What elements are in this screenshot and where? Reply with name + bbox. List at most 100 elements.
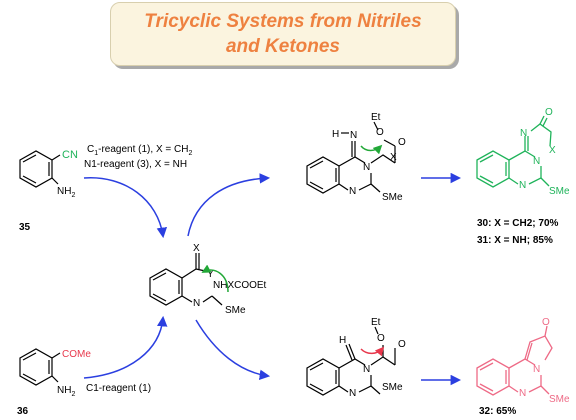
aromatic-bond [479,175,494,184]
product-pink-o-label: O [542,317,550,328]
lower-intermediate [306,326,396,396]
alkene-bond [526,342,533,361]
nh2-label-36: NH2 [57,385,75,398]
aromatic-bond [22,352,37,361]
compound-number-35: 35 [19,222,31,233]
benzene-ring-35 [19,150,53,188]
ring-bonds [338,358,366,369]
upper-intermediate [306,121,396,194]
ring-bonds [358,375,372,393]
central-intermediate [149,253,223,306]
reagent-bottom: C1-reagent (1) [86,383,151,394]
ring-bonds [508,358,536,369]
carbonyl-bond [544,325,548,337]
arrow-to-lower-intermediate [195,319,271,381]
product-green-n2-label: N [533,156,540,167]
ring-bond [181,268,197,279]
sme-bond [211,295,223,306]
product-pink-n1-label: N [533,364,540,375]
ring-bonds [338,156,366,167]
aromatic-bond [309,362,324,371]
compound-35 [19,150,61,188]
aromatic-bond [479,362,494,371]
cn-bond [51,154,61,161]
aromatic-bond [309,160,324,169]
ring-bonds [358,173,372,191]
ring-bond [508,385,519,393]
lower-h-label: H [339,335,346,346]
intermediate-sme-label: SMe [225,305,246,316]
upper-x-label: X [390,152,397,163]
product-green [476,115,552,188]
sme-bond [540,385,550,395]
product-green-n3-label: N [519,180,526,191]
lower-n-ring-label: N [363,364,370,375]
upper-n-ring-label: N [363,162,370,173]
carbonyl-bond [539,115,545,125]
lower-o2-label: O [398,339,406,350]
lower-n3-label: N [349,388,356,399]
benzo-ring [476,150,510,188]
nh2-bond [51,177,59,185]
title-line-2: and Ketones [225,36,341,57]
intermediate-n-label: N [193,298,200,309]
green-curved-arrow [201,264,229,293]
ring-bonds [508,150,536,161]
reagent-line-1: C1-reagent (1), X = CH2 [87,144,192,157]
ring-bond [338,183,349,191]
aromatic-bond [479,154,494,163]
product-pink-n2-label: N [519,388,526,399]
cn-group-label: CN [62,149,78,161]
aromatic-bond [22,175,37,184]
aromatic-bond [152,293,167,302]
product-green-n1-label: N [520,128,527,139]
ring-bond [338,385,349,393]
benzene-ring-36 [19,348,53,386]
benzo-ring [306,358,340,396]
sme-bond [370,183,381,193]
nh2-label-35: NH2 [57,186,75,199]
acetyl-bond [51,352,61,359]
intermediate-side-chain: NHXCOOEt [213,280,267,291]
aromatic-bond [152,272,167,281]
ch2-chain [370,356,396,366]
upper-sme-label: SMe [382,192,403,203]
upper-o2-label: O [398,137,406,148]
benzo-ring [476,358,510,396]
lower-o1-label: O [377,333,385,344]
red-curved-arrow [360,346,385,357]
arrow-35-to-intermediate [83,177,168,239]
aromatic-bond [309,181,324,190]
sme-bond [370,385,381,395]
aromatic-bond [22,373,37,382]
upper-n-imine-label: N [350,130,357,141]
result-31: 31: X = NH; 85% [477,235,553,246]
result-32: 32: 65% [479,406,516,417]
product-green-sme-label: SMe [549,186,570,197]
intermediate-x-label: X [193,243,200,254]
ring-bond [508,177,519,185]
intermediate-y-label: Y [207,269,214,280]
alkene-bond-2 [345,344,353,361]
alkene-bond-1 [348,343,356,360]
nh2-bond [51,375,59,383]
five-ring-bonds [530,123,552,147]
five-ring-bonds [524,335,553,361]
aromatic-bond [479,383,494,392]
title-line-1: Tricyclic Systems from Nitriles [144,11,422,32]
aromatic-bond [309,383,324,392]
ring-bond [181,295,193,303]
title-box: Tricyclic Systems from Nitriles and Keto… [110,2,456,66]
upper-h-label: H [332,129,339,140]
lower-et-label: Et [371,317,381,328]
benzo-ring [149,268,183,306]
sme-bond [540,177,550,187]
ring-bonds [528,375,542,393]
ring-bond [202,295,213,303]
carbonyl-bond-2 [542,117,548,127]
product-pink-sme-label: SMe [549,394,570,405]
upper-n3-label: N [349,186,356,197]
product-green-o-label: O [545,107,553,118]
arrow-to-upper-intermediate [187,173,271,237]
